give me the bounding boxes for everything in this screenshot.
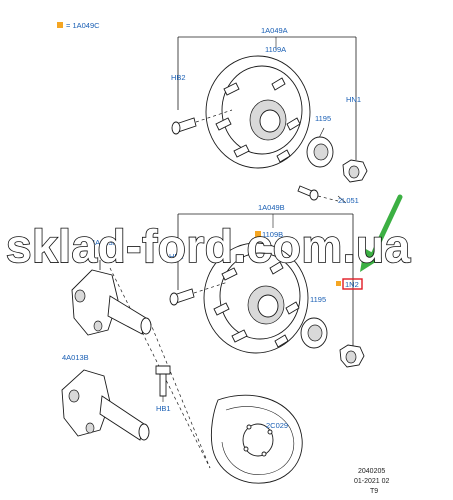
footer-ref: T9 (370, 488, 378, 495)
watermark-text: sklad-ford.com.ua (6, 220, 411, 272)
footer-code: 2040205 (358, 468, 385, 475)
footer-block: 2040205 01-2021 02 T9 (354, 468, 390, 495)
label-2l051: 2L051 (338, 196, 359, 205)
label-hb2-top: HB2 (171, 73, 186, 82)
hub-flange-bottom (203, 242, 309, 354)
nut-bottom (339, 344, 365, 368)
label-1a049b: 1A049B (258, 203, 285, 212)
label-1a049a: 1A049A (261, 26, 288, 35)
label-1195-bottom: 1195 (310, 295, 326, 304)
bottom-hub-assembly: 1A049B 1109B HB2 1195 1N2 (169, 194, 403, 368)
label-1109b: 1109B (262, 230, 283, 239)
legend: = 1A049C (57, 21, 100, 30)
label-1n2: 1N2 (345, 280, 359, 289)
label-4a013b: 4A013B (62, 353, 89, 362)
bolt-hb1 (155, 365, 171, 402)
green-arrow-icon (360, 194, 403, 272)
highlight-box-1n2 (342, 278, 363, 290)
legend-text: = 1A049C (66, 21, 100, 30)
spindle-assembly: 4A013A 4A013B HB1 (61, 238, 211, 469)
marker-1n2 (336, 281, 341, 286)
top-hub-assembly: 1A049A 1109A HB2 HN1 1195 2L051 (171, 26, 368, 205)
bolt-2l051 (297, 185, 339, 202)
bolt-hb2-top (171, 109, 233, 135)
label-2c029: 2C029 (266, 421, 288, 430)
label-hn1: HN1 (346, 95, 361, 104)
label-1109a: 1109A (265, 45, 286, 54)
marker-1109b (255, 231, 261, 237)
label-hb2-bottom: HB2 (169, 252, 184, 261)
bolt-hb2-bottom (169, 281, 229, 306)
splash-shield: 2C029 (210, 394, 303, 484)
spindle-b (61, 369, 150, 441)
label-1195-top: 1195 (315, 114, 331, 123)
bearing-bottom (300, 317, 328, 349)
legend-marker (57, 22, 63, 28)
bearing-top (306, 136, 334, 168)
nut-top (342, 159, 368, 183)
label-4a013a: 4A013A (91, 238, 118, 247)
footer-date: 01-2021 02 (354, 478, 390, 485)
hub-flange-top (205, 55, 311, 169)
label-hb1: HB1 (156, 404, 171, 413)
spindle-a (71, 269, 152, 336)
